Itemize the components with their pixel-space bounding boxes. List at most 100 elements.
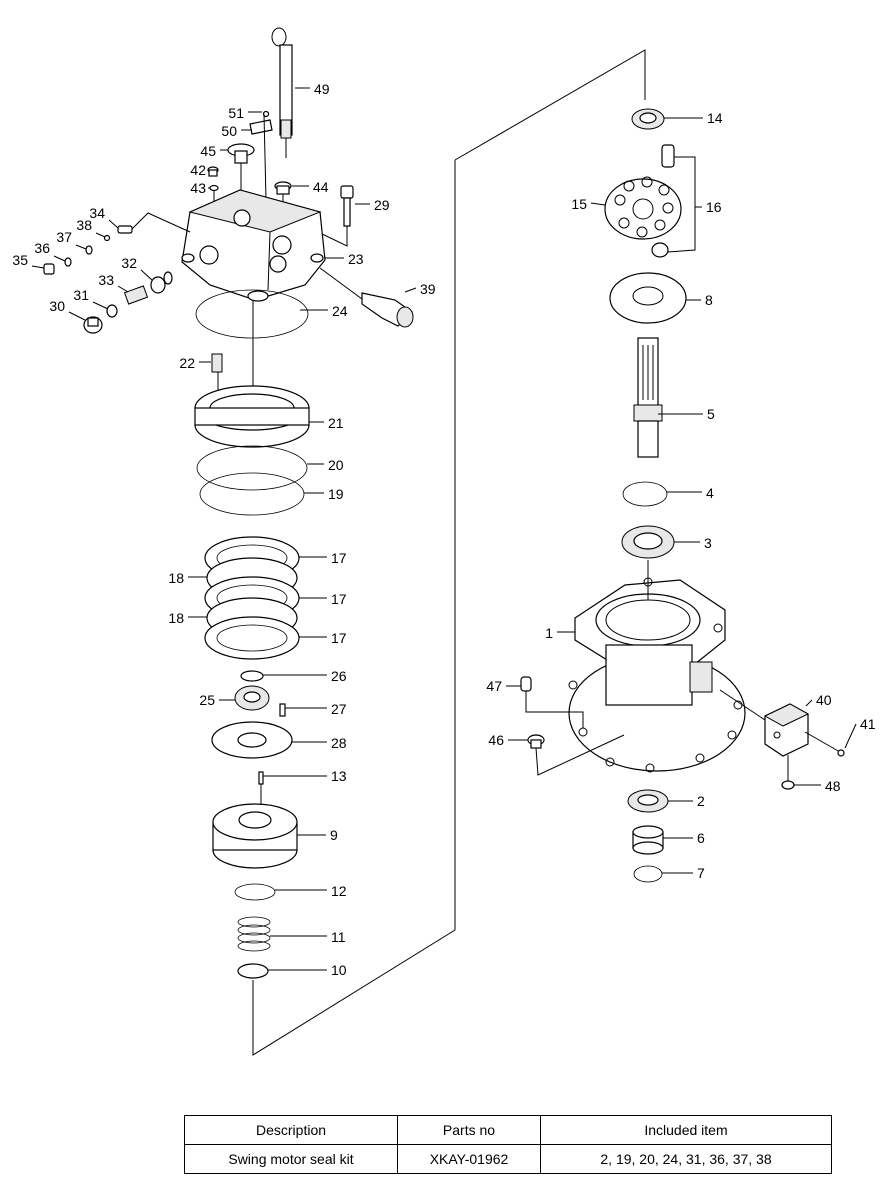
callout-label-38: 38: [76, 217, 92, 233]
callout-label-13: 13: [331, 768, 347, 784]
column-header-description: Description: [184, 1115, 398, 1145]
callout-label-35: 35: [12, 252, 28, 268]
part-22: [211, 353, 223, 373]
callout-label-33: 33: [98, 272, 114, 288]
part-36: [64, 257, 72, 267]
part-44: [274, 181, 292, 195]
part-16-piston: [651, 144, 675, 258]
exploded-parts-diagram: 4951504542434429343837363532333130233924…: [12, 27, 876, 1056]
callout-label-24: 24: [332, 303, 348, 319]
part-32: [150, 271, 173, 294]
callout-label-3: 3: [704, 535, 712, 551]
leader-line-34: [108, 219, 119, 229]
part-5-shaft: [633, 337, 663, 458]
part-15-retainer-plate: [604, 176, 682, 240]
leader-line-40: [805, 699, 813, 707]
callout-label-16: 16: [706, 199, 722, 215]
callout-label-39: 39: [420, 281, 436, 297]
callout-label-4: 4: [706, 485, 714, 501]
part-31: [106, 304, 118, 318]
part-38: [103, 234, 111, 242]
part-46: [527, 734, 545, 749]
callout-label-46: 46: [488, 732, 504, 748]
part-25-bearing: [234, 685, 270, 711]
cell-included-item: 2, 19, 20, 24, 31, 36, 37, 38: [540, 1144, 832, 1174]
callout-label-37: 37: [56, 229, 72, 245]
callout-label-51: 51: [228, 105, 244, 121]
part-28-plate: [211, 721, 293, 759]
callout-label-44: 44: [313, 179, 329, 195]
part-21-cylinder-ring: [194, 385, 310, 448]
part-19-ring: [199, 472, 305, 516]
assembly-boundary-line: [454, 49, 646, 161]
callout-label-47: 47: [486, 678, 502, 694]
callout-label-7: 7: [697, 865, 705, 881]
leader-line-38: [95, 232, 106, 238]
callout-label-48: 48: [825, 778, 841, 794]
part-11-spring: [237, 916, 271, 952]
part-41-bolt: [804, 731, 841, 753]
leader-line-31: [92, 301, 109, 310]
part-8-plate: [609, 272, 687, 324]
leader-line-30: [68, 311, 86, 321]
part-37: [85, 245, 93, 255]
leader-line-32: [140, 269, 153, 281]
column-header-parts-no: Parts no: [397, 1115, 541, 1145]
part-29-bolt: [340, 185, 354, 227]
part-20-ring: [196, 445, 308, 491]
callout-label-22: 22: [179, 355, 195, 371]
callout-label-14: 14: [707, 110, 723, 126]
part-9-carrier: [212, 803, 298, 869]
callout-label-21: 21: [328, 415, 344, 431]
callout-label-31: 31: [73, 287, 89, 303]
part-17-plate: [204, 616, 300, 660]
callout-label-12: 12: [331, 883, 347, 899]
callout-label-36: 36: [34, 240, 50, 256]
callout-label-43: 43: [190, 180, 206, 196]
callout-label-23: 23: [348, 251, 364, 267]
part-34: [117, 225, 133, 234]
callout-leaders: [31, 87, 857, 971]
callout-label-26: 26: [331, 668, 347, 684]
callout-label-41: 41: [860, 716, 876, 732]
callout-label-17: 17: [331, 591, 347, 607]
part-7-snap-ring: [633, 865, 663, 883]
callout-label-45: 45: [200, 143, 216, 159]
callout-label-34: 34: [89, 205, 105, 221]
leader-line-36: [53, 255, 66, 262]
callout-label-8: 8: [705, 292, 713, 308]
callout-label-2: 2: [697, 793, 705, 809]
callout-label-1: 1: [545, 625, 553, 641]
callout-label-17: 17: [331, 550, 347, 566]
part-48: [781, 780, 795, 790]
part-33-spring: [123, 285, 149, 305]
callout-label-20: 20: [328, 457, 344, 473]
part-43: [209, 184, 219, 192]
callout-label-40: 40: [816, 692, 832, 708]
assembly-boundary-line: [252, 160, 456, 1056]
part-45-plug: [227, 143, 255, 205]
part-4-snap-ring: [622, 481, 668, 507]
column-header-included-item: Included item: [540, 1115, 832, 1145]
seal-kit-table: Description Parts no Included item Swing…: [184, 1115, 832, 1174]
part-35: [43, 263, 55, 275]
callout-label-28: 28: [331, 735, 347, 751]
leader-line-41: [844, 723, 857, 749]
callout-label-10: 10: [331, 962, 347, 978]
part-40-block: [763, 703, 810, 757]
leader-line-33: [117, 285, 129, 293]
table-row: Swing motor seal kit XKAY-01962 2, 19, 2…: [184, 1144, 832, 1174]
callout-label-15: 15: [571, 196, 587, 212]
part-30-plug: [83, 316, 103, 334]
part-12-snap-ring: [234, 883, 276, 901]
part-23-valve-housing: [181, 189, 326, 302]
callout-label-42: 42: [190, 162, 206, 178]
callout-label-25: 25: [199, 692, 215, 708]
callout-label-50: 50: [221, 123, 237, 139]
callout-label-6: 6: [697, 830, 705, 846]
cell-description: Swing motor seal kit: [184, 1144, 398, 1174]
callout-label-27: 27: [331, 701, 347, 717]
callout-label-5: 5: [707, 406, 715, 422]
callout-label-49: 49: [314, 81, 330, 97]
